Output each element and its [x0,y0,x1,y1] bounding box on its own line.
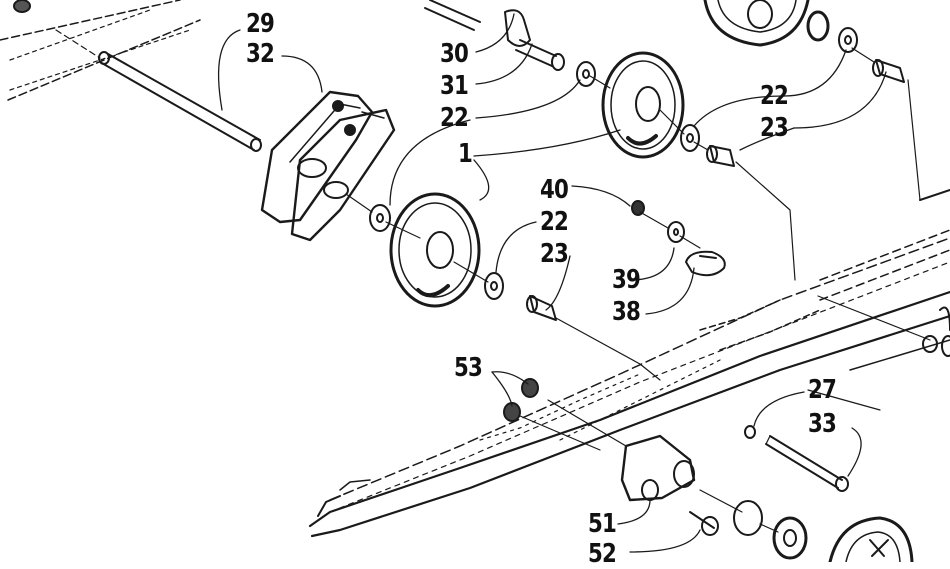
callout-23a: 23 [760,113,789,143]
callout-23b: 23 [540,239,569,269]
callout-22c: 22 [540,207,569,237]
callout-30: 30 [440,39,469,69]
callout-1: 1 [458,139,473,169]
idler-wheel-lower [389,192,481,308]
lower-bracket [620,434,719,536]
long-bolt [744,425,849,492]
spacers [526,59,905,321]
arm-bracket [260,90,396,242]
assembly-lines [345,47,931,533]
callout-52: 52 [588,539,617,569]
callout-38: 38 [612,297,641,327]
callout-32: 32 [246,39,275,69]
shaft-rod [55,29,262,152]
washers [369,27,858,536]
callout-53: 53 [454,353,483,383]
idler-wheel-upper [601,51,685,159]
callout-39: 39 [612,265,641,295]
callout-22b: 22 [760,81,789,111]
callout-22a: 22 [440,103,469,133]
callout-31: 31 [440,71,469,101]
top-bolt [424,0,565,71]
main-slide-rail [308,189,950,538]
callout-51: 51 [588,509,617,539]
right-edge-parts [939,306,950,357]
idler-wheel-top-right [703,0,830,47]
callout-33: 33 [808,409,837,439]
nut-and-clip [631,200,726,277]
lower-wheels [772,516,914,562]
upper-rail-fragment [0,0,201,101]
callout-27: 27 [808,375,837,405]
callout-29: 29 [246,9,275,39]
callout-40: 40 [540,175,569,205]
nuts-53 [503,378,539,422]
leader-lines [217,13,887,553]
